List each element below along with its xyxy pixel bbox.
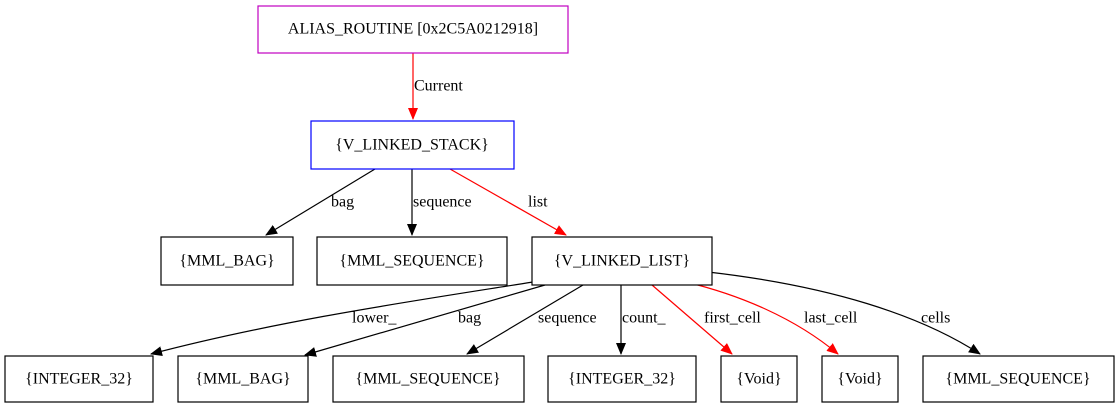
- edge-list-last-cell: last_cell: [685, 281, 858, 355]
- node-stack-mml-sequence[interactable]: {MML_SEQUENCE}: [316, 236, 508, 286]
- node-label-stack-mml-sequence: {MML_SEQUENCE}: [339, 253, 484, 270]
- node-label-list-mml-sequence: {MML_SEQUENCE}: [355, 371, 500, 388]
- node-alias-routine[interactable]: ALIAS_ROUTINE [0x2C5A0212918]: [257, 5, 569, 54]
- node-stack-mml-bag[interactable]: {MML_BAG}: [160, 236, 294, 286]
- edge-stack-bag: bag: [265, 168, 376, 236]
- node-label-v-linked-list: {V_LINKED_LIST}: [554, 253, 690, 270]
- edge-label-list-sequence: sequence: [538, 310, 597, 327]
- node-label-alias-routine: ALIAS_ROUTINE [0x2C5A0212918]: [288, 21, 538, 38]
- edge-list-count: count_: [616, 285, 667, 355]
- node-label-list-void-last-cell: {Void}: [837, 371, 882, 388]
- node-label-list-void-first-cell: {Void}: [736, 371, 781, 388]
- edge-list-lower: lower_: [150, 281, 534, 357]
- node-list-integer-lower[interactable]: {INTEGER_32}: [4, 355, 154, 403]
- edge-list-bag: bag: [304, 284, 546, 357]
- node-list-mml-bag[interactable]: {MML_BAG}: [177, 355, 309, 403]
- node-label-list-integer-count: {INTEGER_32}: [568, 371, 676, 388]
- edge-label-stack-list: list: [528, 194, 548, 211]
- node-label-list-mml-bag: {MML_BAG}: [195, 371, 290, 388]
- node-label-list-mml-sequence-cells: {MML_SEQUENCE}: [945, 371, 1090, 388]
- edge-label-list-first-cell: first_cell: [704, 310, 761, 327]
- node-list-void-first-cell[interactable]: {Void}: [720, 355, 798, 403]
- node-v-linked-list[interactable]: {V_LINKED_LIST}: [531, 236, 713, 286]
- edge-list-sequence: sequence: [466, 284, 597, 355]
- node-v-linked-stack[interactable]: {V_LINKED_STACK}: [310, 120, 515, 170]
- node-label-stack-mml-bag: {MML_BAG}: [179, 253, 274, 270]
- node-list-void-last-cell[interactable]: {Void}: [821, 355, 899, 403]
- edge-label-current: Current: [414, 78, 463, 95]
- edge-label-list-cells: cells: [921, 310, 950, 327]
- edge-label-stack-sequence: sequence: [413, 194, 472, 211]
- node-list-integer-count[interactable]: {INTEGER_32}: [547, 355, 697, 403]
- edge-label-list-last-cell: last_cell: [804, 310, 858, 327]
- node-list-mml-sequence[interactable]: {MML_SEQUENCE}: [332, 355, 525, 403]
- edge-label-list-bag: bag: [458, 310, 481, 327]
- edge-current: Current: [408, 53, 463, 120]
- node-list-mml-sequence-cells[interactable]: {MML_SEQUENCE}: [922, 355, 1115, 403]
- edge-list-first-cell: first_cell: [651, 284, 761, 355]
- edge-label-list-count: count_: [622, 310, 667, 327]
- edge-label-stack-bag: bag: [331, 194, 354, 211]
- node-label-v-linked-stack: {V_LINKED_STACK}: [335, 137, 489, 154]
- edge-stack-list: list: [449, 168, 567, 236]
- edge-label-list-lower: lower_: [352, 310, 397, 327]
- edge-stack-sequence: sequence: [407, 169, 472, 236]
- edge-list-cells: cells: [707, 271, 981, 355]
- node-label-list-integer-lower: {INTEGER_32}: [25, 371, 133, 388]
